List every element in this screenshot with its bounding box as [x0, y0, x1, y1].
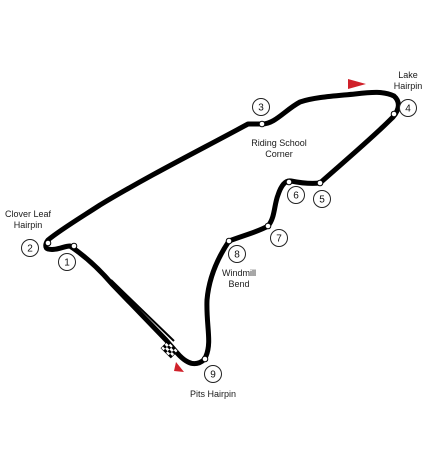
corner-badge-2: 2: [21, 239, 39, 257]
apex-dot: [285, 178, 293, 186]
svg-text:3: 3: [258, 103, 264, 114]
red-flag-icon: [174, 362, 184, 372]
apex-dot: [201, 355, 209, 363]
svg-text:9: 9: [210, 370, 216, 381]
corner-badge-1: 1: [58, 253, 76, 271]
svg-text:5: 5: [319, 195, 325, 206]
svg-text:4: 4: [405, 104, 411, 115]
svg-text:6: 6: [293, 191, 299, 202]
apex-dot: [44, 239, 52, 247]
apex-dot: [264, 222, 272, 230]
red-flag-icon: [348, 79, 366, 89]
label-clover-leaf-line1: Clover Leaf: [5, 209, 52, 219]
apex-dot: [258, 120, 266, 128]
label-pits-hairpin: Pits Hairpin: [190, 389, 236, 399]
label-clover-leaf-line2: Hairpin: [14, 220, 43, 230]
checkered-flag-icon: [160, 340, 179, 359]
label-windmill-line2: Bend: [228, 279, 249, 289]
corner-badge-3: 3: [252, 98, 270, 116]
label-windmill-line1: Windmill: [222, 268, 256, 278]
corner-badge-5: 5: [313, 190, 331, 208]
label-lake-line2: Hairpin: [394, 81, 423, 91]
svg-text:2: 2: [27, 244, 33, 255]
apex-dot: [316, 179, 324, 187]
svg-text:7: 7: [276, 234, 282, 245]
svg-text:1: 1: [64, 258, 70, 269]
apex-dot: [70, 242, 78, 250]
corner-badge-9: 9: [204, 365, 222, 383]
pit-lane: [110, 279, 175, 342]
corner-badge-4: 4: [399, 99, 417, 117]
svg-text:8: 8: [234, 250, 240, 261]
label-riding-school-line2: Corner: [265, 149, 293, 159]
track-outline: [43, 89, 401, 367]
label-riding-school-line1: Riding School: [251, 138, 307, 148]
corner-badge-6: 6: [287, 186, 305, 204]
apex-dot: [390, 110, 398, 118]
apex-dot: [225, 237, 233, 245]
corner-badge-8: 8: [228, 245, 246, 263]
label-lake-line1: Lake: [398, 70, 418, 80]
corner-badge-7: 7: [270, 229, 288, 247]
